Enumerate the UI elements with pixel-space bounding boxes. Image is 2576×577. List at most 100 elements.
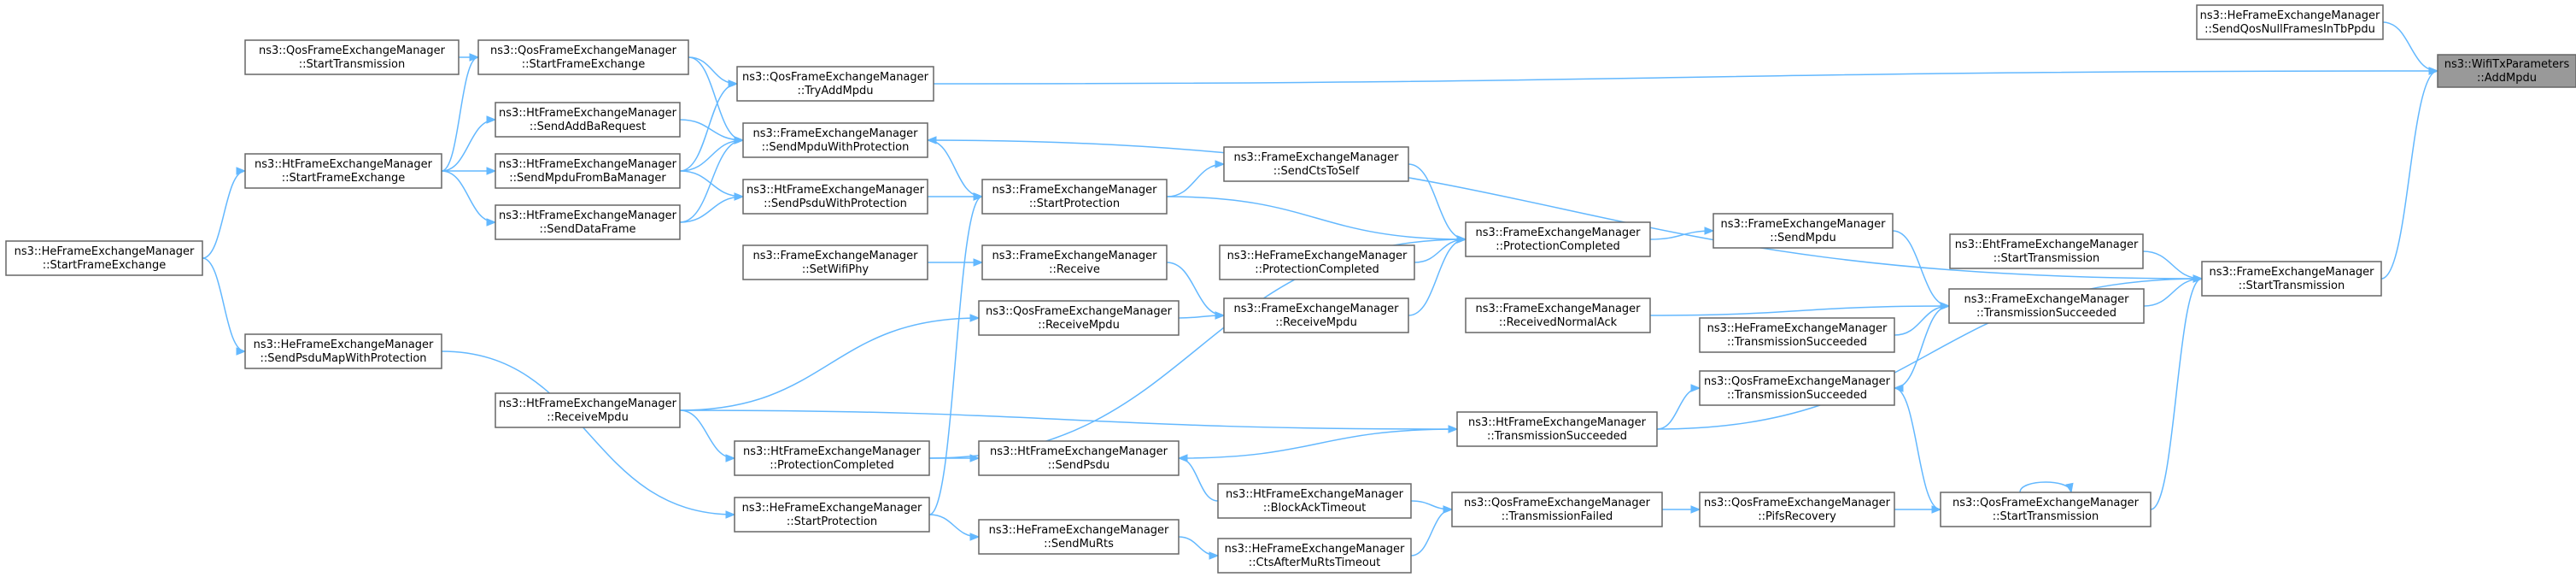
edge-arrowhead xyxy=(969,314,981,322)
node-fem-startprot[interactable]: ns3::FrameExchangeManager::StartProtecti… xyxy=(981,179,1168,215)
edge-arrowhead xyxy=(1456,235,1467,244)
edge-ht-txsucceeded-to-fem-starttx xyxy=(1656,278,2203,430)
node-method-label: ::SendCtsToSelf xyxy=(1273,165,1360,178)
node-method-label: ::AddMpdu xyxy=(2477,72,2537,85)
node-fem-sendmpduwp[interactable]: ns3::FrameExchangeManager::SendMpduWithP… xyxy=(742,122,928,158)
node-class-label: ns3::FrameExchangeManager xyxy=(752,127,918,140)
node-box xyxy=(2437,54,2576,88)
node-box xyxy=(2196,4,2384,40)
node-class-label: ns3::HeFrameExchangeManager xyxy=(989,524,1169,537)
node-fem-txsucceeded[interactable]: ns3::FrameExchangeManager::TransmissionS… xyxy=(1948,288,2145,324)
node-class-label: ns3::QosFrameExchangeManager xyxy=(1952,497,2140,509)
node-qos-startfe[interactable]: ns3::QosFrameExchangeManager::StartFrame… xyxy=(477,39,689,75)
node-qos-txfailed[interactable]: ns3::QosFrameExchangeManager::Transmissi… xyxy=(1451,492,1663,527)
edge-arrowhead xyxy=(728,79,739,88)
node-fem-setwifiphy[interactable]: ns3::FrameExchangeManager::SetWifiPhy xyxy=(742,244,928,280)
node-box xyxy=(1223,297,1409,333)
node-class-label: ns3::FrameExchangeManager xyxy=(2209,266,2374,279)
edge-ht-startfe-to-qos-startfe xyxy=(441,56,479,172)
node-qos-starttx-right[interactable]: ns3::QosFrameExchangeManager::StartTrans… xyxy=(1940,492,2152,527)
node-method-label: ::StartTransmission xyxy=(1993,252,2100,265)
node-fem-protcompleted[interactable]: ns3::FrameExchangeManager::ProtectionCom… xyxy=(1465,221,1651,257)
node-fem-sendmpdu[interactable]: ns3::FrameExchangeManager::SendMpdu xyxy=(1712,213,1894,249)
node-method-label: ::SendAddBaRequest xyxy=(530,121,646,133)
node-class-label: ns3::QosFrameExchangeManager xyxy=(259,44,446,57)
node-addmpdu[interactable]: ns3::WifiTxParameters::AddMpdu xyxy=(2437,54,2576,88)
node-he-startprot[interactable]: ns3::HeFrameExchangeManager::StartProtec… xyxy=(734,497,930,533)
edge-he-sendqosnull-to-addmpdu xyxy=(2382,21,2438,72)
edge-arrowhead xyxy=(1940,302,1951,310)
node-ht-senddataframe[interactable]: ns3::HtFrameExchangeManager::SendDataFra… xyxy=(495,204,681,240)
edge-ht-receivempdu-to-ht-txsucceeded xyxy=(679,409,1458,430)
edge-arrowhead xyxy=(725,510,736,519)
node-method-label: ::TransmissionSucceeded xyxy=(1727,336,1867,349)
node-method-label: ::StartTransmission xyxy=(2239,280,2345,292)
node-he-protcompleted[interactable]: ns3::HeFrameExchangeManager::ProtectionC… xyxy=(1219,244,1415,280)
node-fem-starttx[interactable]: ns3::FrameExchangeManager::StartTransmis… xyxy=(2201,261,2382,297)
node-ht-txsucceeded[interactable]: ns3::HtFrameExchangeManager::Transmissio… xyxy=(1456,411,1658,447)
node-fem-receive[interactable]: ns3::FrameExchangeManager::Receive xyxy=(981,244,1168,280)
node-box xyxy=(978,519,1180,555)
node-qos-receivempdu[interactable]: ns3::QosFrameExchangeManager::ReceiveMpd… xyxy=(978,300,1180,336)
edge-self-loop xyxy=(2019,481,2072,493)
edge-fem-starttx-to-addmpdu xyxy=(2380,70,2438,280)
node-ht-receivempdu[interactable]: ns3::HtFrameExchangeManager::ReceiveMpdu xyxy=(495,392,681,428)
node-box xyxy=(1223,146,1409,182)
edge-qos-tryaddmpdu-to-addmpdu xyxy=(933,70,2438,85)
edge-fem-sendmpduwp-to-fem-startprot xyxy=(927,139,983,197)
node-fem-recvnormalack[interactable]: ns3::FrameExchangeManager::ReceivedNorma… xyxy=(1465,297,1651,333)
node-qos-pifsrecovery[interactable]: ns3::QosFrameExchangeManager::PifsRecove… xyxy=(1699,492,1895,527)
node-he-sendmurts[interactable]: ns3::HeFrameExchangeManager::SendMuRts xyxy=(978,519,1180,555)
node-ht-sendmpdufromba[interactable]: ns3::HtFrameExchangeManager::SendMpduFro… xyxy=(495,153,681,189)
edge-qos-starttx-right-to-qos-txsucceeded xyxy=(1894,387,1941,510)
edge-ht-sendmpdufromba-to-ht-sendpsduwp xyxy=(679,170,744,197)
node-class-label: ns3::QosFrameExchangeManager xyxy=(1704,497,1891,509)
node-method-label: ::SendMuRts xyxy=(1044,538,1114,551)
node-class-label: ns3::FrameExchangeManager xyxy=(1475,303,1641,315)
edge-arrowhead xyxy=(1690,505,1701,514)
node-box xyxy=(978,440,1180,476)
node-qos-txsucceeded[interactable]: ns3::QosFrameExchangeManager::Transmissi… xyxy=(1699,370,1895,406)
node-ht-sendpsdu[interactable]: ns3::HtFrameExchangeManager::SendPsdu xyxy=(978,440,1180,476)
node-box xyxy=(742,179,928,215)
node-class-label: ns3::HeFrameExchangeManager xyxy=(254,339,434,351)
edge-fem-receivempdu-to-fem-protcompleted xyxy=(1408,238,1467,316)
node-he-txsucceeded[interactable]: ns3::HeFrameExchangeManager::Transmissio… xyxy=(1699,317,1895,353)
edge-fem-txsucceeded-to-fem-starttx xyxy=(2143,278,2203,307)
node-he-startfe[interactable]: ns3::HeFrameExchangeManager::StartFrameE… xyxy=(5,240,203,276)
node-ht-blockacktimeout[interactable]: ns3::HtFrameExchangeManager::BlockAckTim… xyxy=(1217,483,1412,519)
node-fem-sendctstoself[interactable]: ns3::FrameExchangeManager::SendCtsToSelf xyxy=(1223,146,1409,182)
node-ht-protcompleted[interactable]: ns3::HtFrameExchangeManager::ProtectionC… xyxy=(734,440,930,476)
node-fem-receivempdu[interactable]: ns3::FrameExchangeManager::ReceiveMpdu xyxy=(1223,297,1409,333)
node-method-label: ::SendMpduFromBaManager xyxy=(509,172,666,185)
node-ht-sendpsduwp[interactable]: ns3::HtFrameExchangeManager::SendPsduWit… xyxy=(742,179,928,215)
edge-ht-senddataframe-to-fem-sendmpduwp xyxy=(679,139,744,223)
node-he-sendqosnull[interactable]: ns3::HeFrameExchangeManager::SendQosNull… xyxy=(2196,4,2384,40)
edges-layer xyxy=(202,21,2439,560)
node-method-label: ::StartFrameExchange xyxy=(43,259,167,272)
node-class-label: ns3::FrameExchangeManager xyxy=(1475,227,1641,239)
node-class-label: ns3::HtFrameExchangeManager xyxy=(743,445,922,458)
node-method-label: ::StartProtection xyxy=(787,515,877,528)
node-ht-sendaddba[interactable]: ns3::HtFrameExchangeManager::SendAddBaRe… xyxy=(495,102,681,138)
edge-ht-receivempdu-to-ht-protcompleted xyxy=(679,409,735,459)
node-method-label: ::SetWifiPhy xyxy=(802,263,869,276)
node-box xyxy=(1465,297,1651,333)
node-ht-startfe[interactable]: ns3::HtFrameExchangeManager::StartFrameE… xyxy=(244,153,442,189)
edge-eht-starttx-to-fem-starttx xyxy=(2142,250,2203,280)
node-he-sendpsdumapwp[interactable]: ns3::HeFrameExchangeManager::SendPsduMap… xyxy=(244,333,442,369)
node-eht-starttx[interactable]: ns3::EhtFrameExchangeManager::StartTrans… xyxy=(1949,233,2144,269)
node-class-label: ns3::QosFrameExchangeManager xyxy=(742,71,929,84)
node-method-label: ::ReceivedNormalAck xyxy=(1499,316,1618,329)
node-qos-starttx-left[interactable]: ns3::QosFrameExchangeManager::StartTrans… xyxy=(244,39,460,75)
edge-ht-sendaddba-to-fem-sendmpduwp xyxy=(679,119,744,141)
node-class-label: ns3::QosFrameExchangeManager xyxy=(1464,497,1651,509)
edge-he-sendmurts-to-he-ctsaftermurtstimeout xyxy=(1178,536,1219,556)
edge-arrowhead xyxy=(973,258,984,267)
node-qos-tryaddmpdu[interactable]: ns3::QosFrameExchangeManager::TryAddMpdu xyxy=(736,66,934,102)
node-method-label: ::StartTransmission xyxy=(1993,510,2099,523)
edge-qos-startfe-to-fem-sendmpduwp xyxy=(688,56,744,141)
edge-ht-startfe-to-ht-senddataframe xyxy=(441,170,496,223)
node-he-ctsaftermurtstimeout[interactable]: ns3::HeFrameExchangeManager::CtsAfterMuR… xyxy=(1217,538,1412,574)
